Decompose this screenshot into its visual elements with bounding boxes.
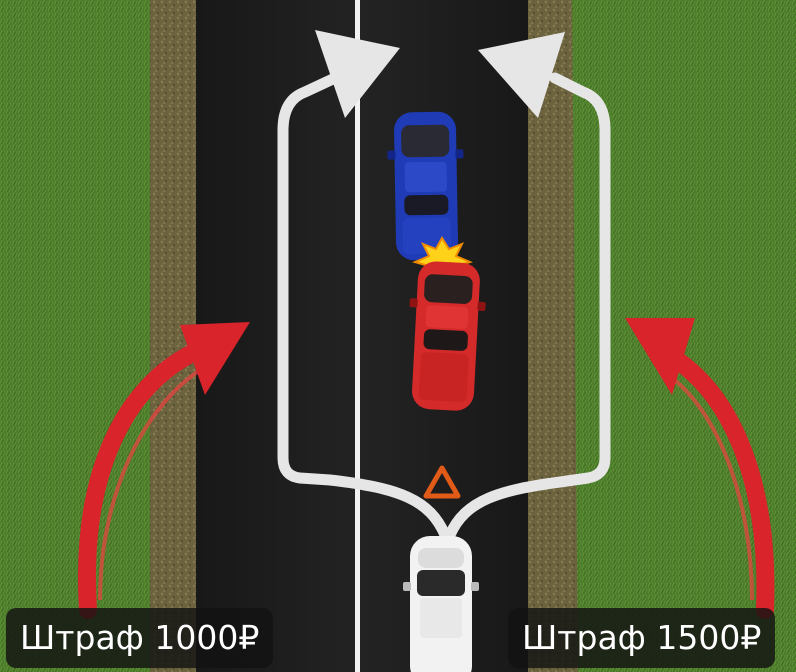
- route-arrow-left: [277, 72, 451, 541]
- center-line: [355, 0, 360, 672]
- route-arrowhead-right: [478, 32, 565, 118]
- blue-car: [387, 111, 464, 261]
- route-arrow-right: [444, 72, 611, 541]
- route-arrowhead-left: [315, 30, 400, 118]
- shoulder-right: [515, 0, 578, 672]
- turn-arrow-right: [625, 318, 775, 619]
- warning-triangle-icon: [423, 465, 461, 499]
- turn-arrow-left: [78, 322, 250, 619]
- white-car: [403, 536, 479, 672]
- fine-label-left: Штраф 1000₽: [6, 608, 274, 668]
- red-car: [409, 261, 486, 411]
- road: [196, 0, 528, 672]
- fine-label-right: Штраф 1500₽: [508, 608, 776, 668]
